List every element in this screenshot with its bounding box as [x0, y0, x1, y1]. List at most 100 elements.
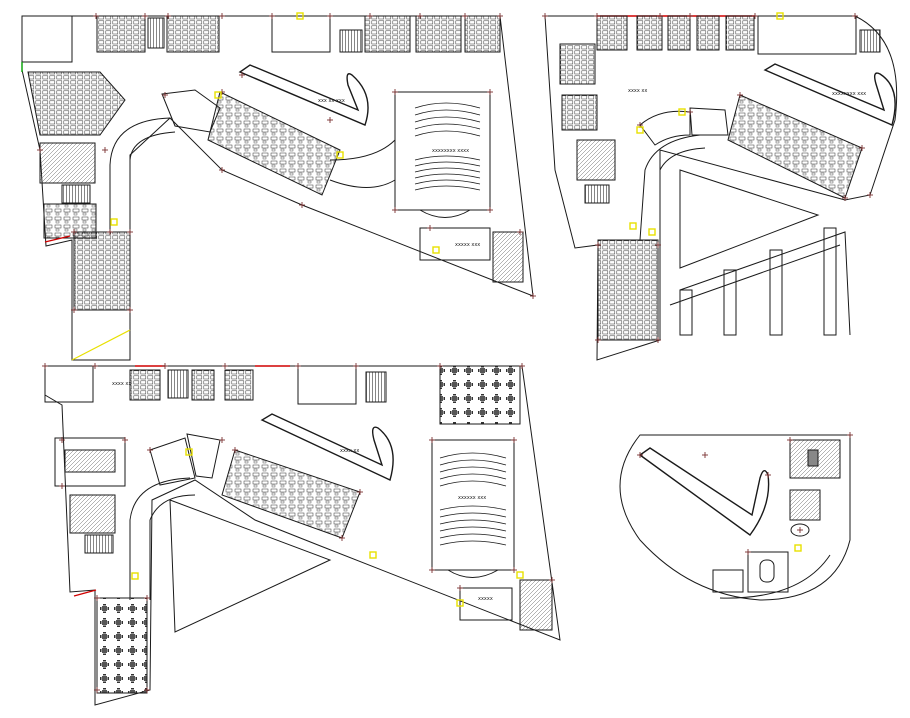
yellow-marker [648, 228, 656, 236]
yellow-marker [516, 571, 524, 579]
plan-3-stage [446, 569, 500, 578]
plan-3-stair-c [84, 534, 114, 554]
plan-1-room-top-c [271, 15, 331, 53]
plan-4 [619, 434, 851, 601]
yellow-marker [214, 91, 222, 99]
plan-3-wc-block [69, 494, 116, 534]
plan-1-stair-c [61, 184, 91, 204]
plan-1-classroom-top-a [96, 15, 146, 53]
plan-2-courtyard-triangle [679, 169, 820, 269]
plan-3-ramp [260, 413, 394, 481]
yellow-marker [369, 551, 377, 559]
plan-1-room-label-1: xxx xx xxx [318, 98, 345, 104]
plan-2-arc-rooms [639, 107, 729, 146]
plan-2-room-b [636, 15, 663, 51]
plan-4-lounge [712, 569, 744, 593]
yellow-marker [629, 222, 637, 230]
plan-2-stair-b [584, 184, 610, 204]
plan-3-room-label-2: xxxx xx [340, 448, 359, 454]
plan-1-big-classroom [27, 71, 126, 136]
plan-1-curved-corridor-outer [109, 117, 171, 232]
plan-2-room-a [596, 15, 628, 51]
plan-2-room-f [757, 15, 857, 55]
plan-3-seating-hall [221, 449, 361, 539]
plan-4-ramp [638, 447, 770, 536]
plan-4-outline [619, 434, 851, 601]
plan-3-auditorium [431, 439, 515, 571]
plan-1-study-room [43, 203, 97, 239]
plan-1-classroom-top-f [464, 15, 501, 53]
plan-3-courtyard-triangle [169, 499, 332, 633]
plan-2-ramp [763, 63, 896, 126]
plan-2-stepped-frame [669, 227, 851, 336]
plan-1: xxx xx xxx xxxxxxxx xxxx xxxxx xxx [21, 15, 534, 361]
plan-1-long-classroom [73, 231, 131, 311]
plan-1-auditorium-seats [414, 102, 481, 191]
plan-1-side-room [419, 227, 491, 261]
plan-4-meeting-room [747, 551, 789, 593]
plan-1-stair-a [147, 17, 165, 49]
plan-3-room-c [224, 369, 254, 401]
yellow-marker [636, 126, 644, 134]
plan-4-wc-block [789, 489, 821, 521]
plan-2-outline [544, 15, 898, 361]
plan-3-meeting-table [64, 449, 116, 473]
plan-2-stair-a [859, 29, 881, 53]
plan-2-room-label-2: xxxxxxxx xxx [832, 91, 866, 97]
plan-3-room-label-1: xxxx xx [112, 381, 131, 387]
plan-2-seating-hall [727, 94, 863, 199]
plan-1-wc-block [39, 142, 96, 184]
yellow-marker [794, 544, 802, 552]
yellow-marker [185, 448, 193, 456]
plan-2-room-e [725, 15, 755, 51]
plan-3-stair-a [167, 369, 189, 399]
plan-3-corner-block [44, 365, 94, 403]
plan-3-room-label-3: xxxxxx xxx [458, 495, 486, 501]
plan-2-hall-left [559, 43, 596, 85]
yellow-marker [110, 218, 118, 226]
plan-3-room-d [297, 365, 357, 405]
plan-3-arc-rooms [149, 433, 221, 486]
plan-2-curved-corridor [639, 134, 706, 241]
plan-2-room-c [667, 15, 691, 51]
plan-4-round-table [790, 523, 810, 537]
yellow-marker [131, 572, 139, 580]
plan-2-room-d [696, 15, 720, 51]
plan-1-classroom-top-e [415, 15, 462, 53]
yellow-marker [456, 599, 464, 607]
plan-1-corner-block [21, 15, 73, 63]
plan-1-room-label-3: xxxxx xxx [455, 242, 480, 248]
plan-2-wc-block [576, 139, 616, 181]
plan-1-stage [418, 209, 472, 218]
plan-1-curved-wall [329, 139, 396, 188]
yellow-marker [432, 246, 440, 254]
yellow-marker [776, 12, 784, 20]
plan-3-dining [96, 597, 148, 694]
plan-3-stair-b [365, 371, 387, 403]
plan-1-room-label-2: xxxxxxxx xxxx [432, 148, 469, 154]
plan-2: xxxx xx xxxxxxxx xxx [544, 15, 898, 361]
plan-1-seating-hall [207, 91, 341, 196]
plan-4-inner-arc [719, 554, 831, 599]
yellow-marker [336, 151, 344, 159]
plan-2-hall-b [561, 94, 598, 131]
plan-3-cafe [439, 365, 521, 425]
plan-3-room-label-4: xxxxx [478, 596, 493, 602]
plan-2-room-label-1: xxxx xx [628, 88, 647, 94]
plan-1-ramp [238, 64, 369, 126]
yellow-marker [678, 108, 686, 116]
column-markers [37, 12, 873, 693]
yellow-marker [296, 12, 304, 20]
plan-3: xxxx xx xxxx xx xxxxxx xxx xxxxx [44, 365, 561, 706]
plan-4-office-desk [807, 449, 819, 467]
plan-4-meeting-table [759, 559, 775, 583]
plan-3-room-a [129, 369, 161, 401]
plan-3-room-b [191, 369, 215, 401]
plan-1-service-room [492, 231, 524, 283]
plan-2-long-classroom [597, 239, 659, 341]
plan-1-classroom-top-b [166, 15, 220, 53]
plan-1-curved-corridor-inner [129, 131, 176, 232]
plan-1-classroom-top-d [364, 15, 411, 53]
plan-3-auditorium-seats [439, 452, 507, 546]
